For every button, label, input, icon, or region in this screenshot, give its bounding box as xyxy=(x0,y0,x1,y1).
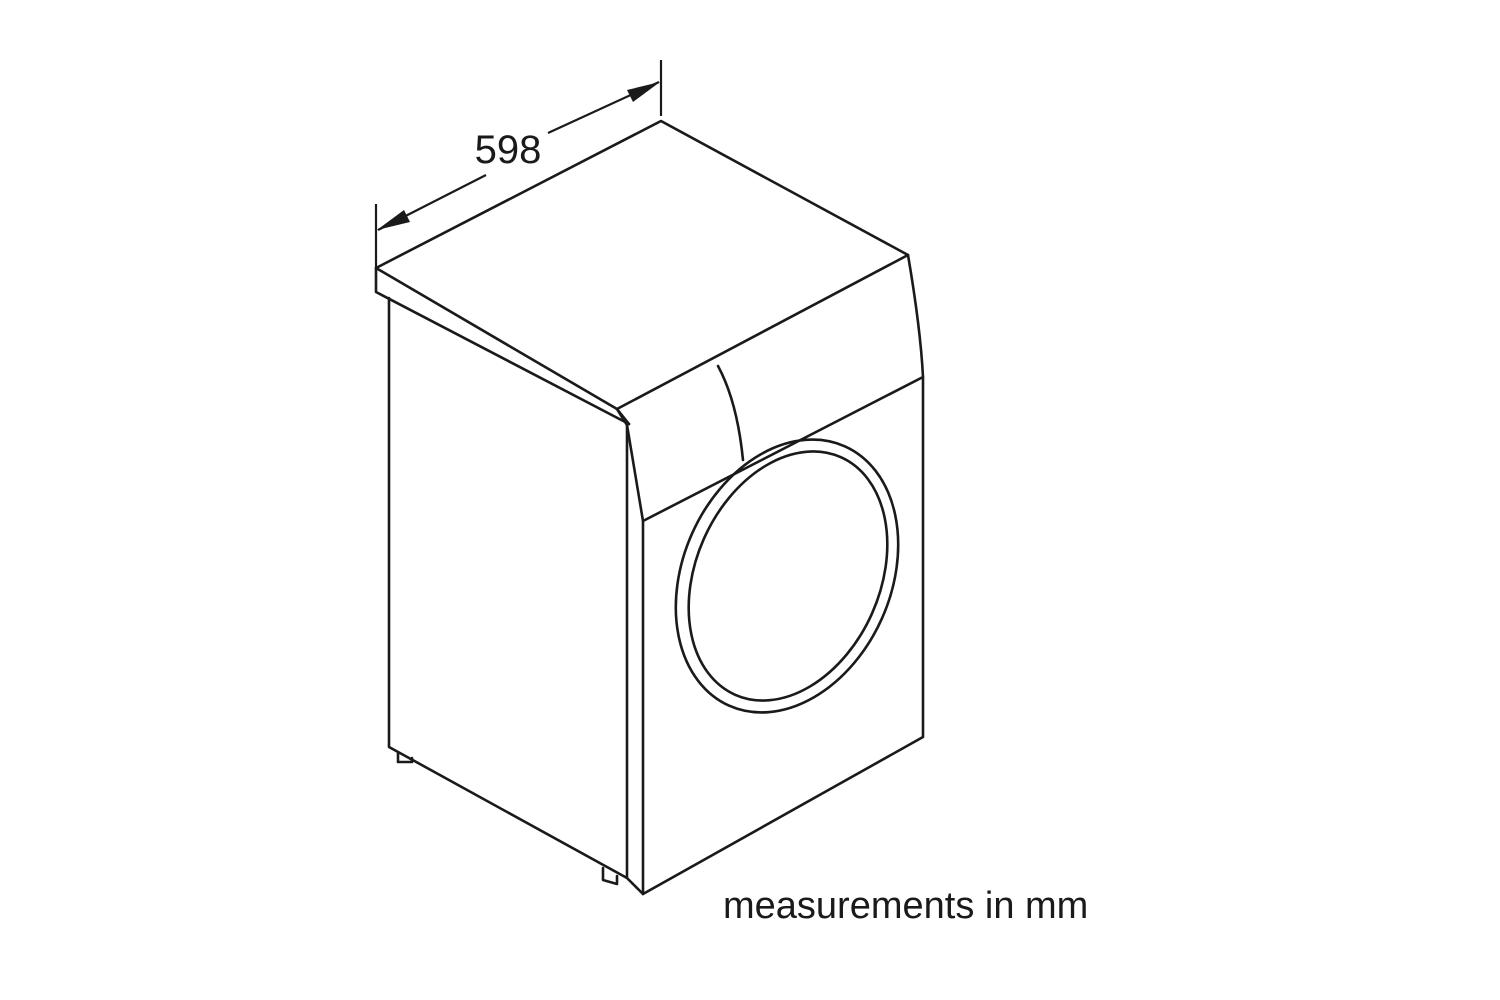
top-lid-left-edge xyxy=(374,266,631,426)
top-lid-surface xyxy=(374,119,910,411)
foot-front-left xyxy=(601,866,619,886)
door-inner-ring xyxy=(687,450,889,702)
dimension-arrow-right-icon xyxy=(627,82,660,102)
units-note: measurements in mm xyxy=(723,885,1088,927)
side-panel xyxy=(387,296,629,880)
front-panel xyxy=(641,375,925,896)
control-panel xyxy=(615,253,925,523)
width-dimension: 598 xyxy=(374,60,663,268)
door-outer-ring xyxy=(674,438,900,714)
washing-machine-drawing xyxy=(374,119,925,896)
control-panel-divider xyxy=(716,364,745,462)
front-corner-seam xyxy=(625,876,645,896)
dimension-arrow-left-icon xyxy=(377,210,410,230)
foot-rear-left xyxy=(396,750,414,764)
dimension-width-label: 598 xyxy=(475,128,542,172)
